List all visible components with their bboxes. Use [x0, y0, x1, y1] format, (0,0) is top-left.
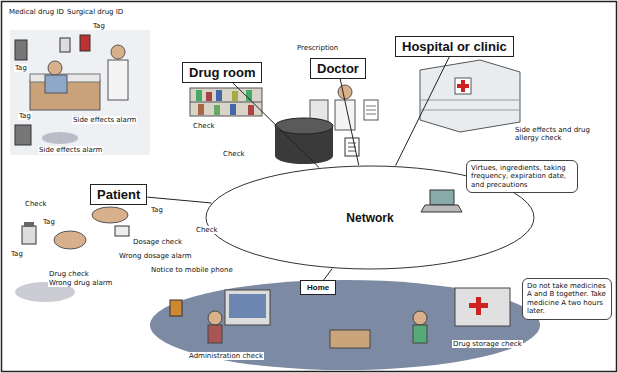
node-text: Doctor — [317, 61, 359, 76]
section-label: Patient — [90, 184, 147, 205]
node-text: Home — [307, 283, 329, 292]
annotation-label: Tag — [92, 22, 106, 30]
annotation-label: Tag — [10, 250, 24, 258]
annotation-label: Wrong dosage alarm — [118, 252, 192, 260]
annotation-label: Notice to mobile phone — [150, 266, 234, 274]
annotation-label: Tag — [18, 112, 32, 120]
annotation-label: Drug check — [48, 270, 90, 278]
annotation-label: Dosage check — [132, 238, 183, 246]
annotation-label: Side effects and drug allergy check — [514, 126, 612, 142]
annotation-label: Wrong drug alarm — [48, 279, 113, 287]
node-text: Hospital or clinic — [402, 39, 507, 54]
annotation-label: Drug storage check — [452, 340, 523, 348]
annotation-label: Tag — [14, 64, 28, 72]
home-label: Home — [300, 280, 336, 295]
section-label: Hospital or clinic — [395, 36, 514, 57]
section-label: Drug room — [182, 62, 262, 83]
speech-callout: Virtues, ingredients, taking frequency, … — [466, 160, 578, 193]
annotation-label: Tag — [42, 218, 56, 226]
annotation-label: Surgical drug ID — [66, 8, 124, 16]
network-link — [340, 79, 359, 165]
network-link — [324, 269, 332, 280]
network-link — [233, 83, 319, 168]
annotation-label: Check — [195, 226, 219, 234]
node-text: Do not take medicines A and B together. … — [527, 282, 607, 316]
annotation-label: Medical drug ID — [8, 8, 65, 16]
node-text: Virtues, ingredients, taking frequency, … — [471, 164, 573, 189]
node-text: Network — [344, 211, 395, 225]
network-link — [396, 57, 450, 166]
annotation-label: Prescription — [296, 44, 339, 52]
node-text: Patient — [97, 187, 140, 202]
network-link — [147, 197, 211, 203]
annotation-label: Check — [24, 200, 48, 208]
annotation-label: Check — [192, 122, 216, 130]
annotation-label: Administration check — [188, 352, 264, 360]
annotation-label: Side effects alarm — [72, 116, 137, 124]
node-text: Drug room — [189, 65, 255, 80]
section-label: Doctor — [310, 58, 366, 79]
annotation-label: Check — [222, 150, 246, 158]
annotation-label: Side effects alarm — [38, 146, 103, 154]
speech-callout: Do not take medicines A and B together. … — [522, 278, 612, 320]
annotation-label: Tag — [150, 206, 164, 214]
